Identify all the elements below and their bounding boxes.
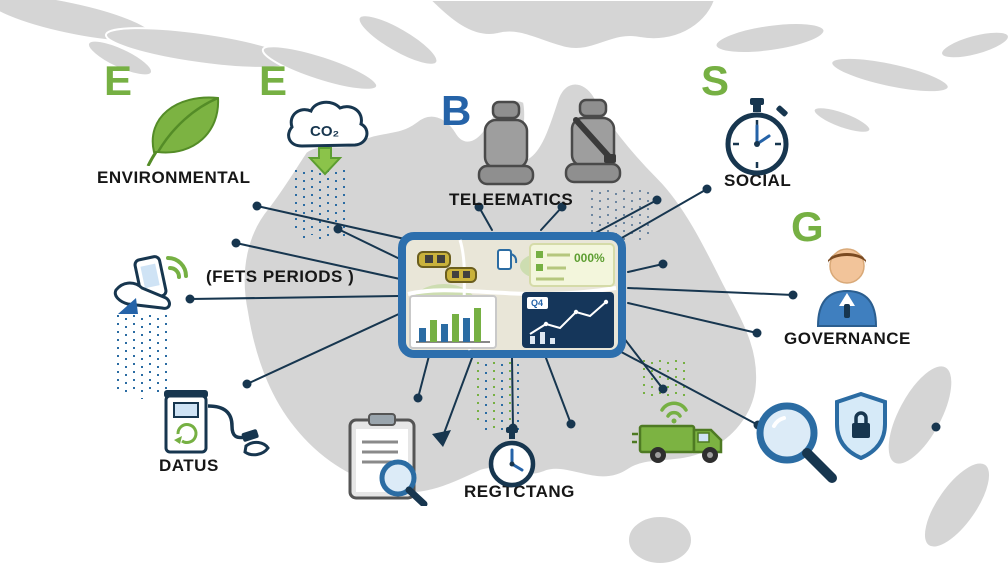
person-icon <box>810 236 884 335</box>
stat-value: 000% <box>574 251 605 265</box>
dashboard-tablet: 000% Q4 <box>398 232 626 363</box>
reporting-label: REGTCTANG <box>464 482 575 501</box>
telematics-label: TELEEMATICS <box>449 190 574 209</box>
line-chart-panel: Q4 <box>522 292 614 348</box>
fuel-pump-icon <box>148 384 272 471</box>
shield-lock-icon <box>832 390 890 467</box>
magnifier-icon <box>750 396 840 491</box>
fuel-label: DATUS <box>159 456 219 475</box>
stats-panel: 000% <box>529 243 615 287</box>
timer-icon <box>486 426 538 497</box>
fleet-label: (FETS PERIODS ) <box>206 267 355 286</box>
social-label: SOCIAL <box>724 171 792 190</box>
environmental-letter: E <box>104 57 133 104</box>
quarter-label: Q4 <box>531 298 543 308</box>
car-icon <box>417 251 477 283</box>
co2-text: CO₂ <box>310 123 339 140</box>
car-seat-icon <box>472 100 540 195</box>
environmental-label: ENVIRONMENTAL <box>97 168 251 187</box>
social-letter: S <box>701 57 730 104</box>
governance-letter: G <box>791 203 824 250</box>
mini-fuel-pump-icon <box>497 249 518 270</box>
telematics-letter: B <box>441 87 472 134</box>
co2-cloud-icon: CO₂ <box>280 98 372 185</box>
leaf-icon <box>142 88 226 171</box>
telematics-truck-icon <box>632 396 740 475</box>
stopwatch-icon <box>720 96 794 185</box>
governance-label: GOVERNANCE <box>784 329 911 348</box>
clipboard-search-icon <box>336 412 432 511</box>
bar-chart-panel <box>409 295 497 349</box>
seatbelt-seat-icon <box>556 98 632 195</box>
phone-hand-icon <box>108 236 200 323</box>
emissions-letter: E <box>259 57 288 104</box>
